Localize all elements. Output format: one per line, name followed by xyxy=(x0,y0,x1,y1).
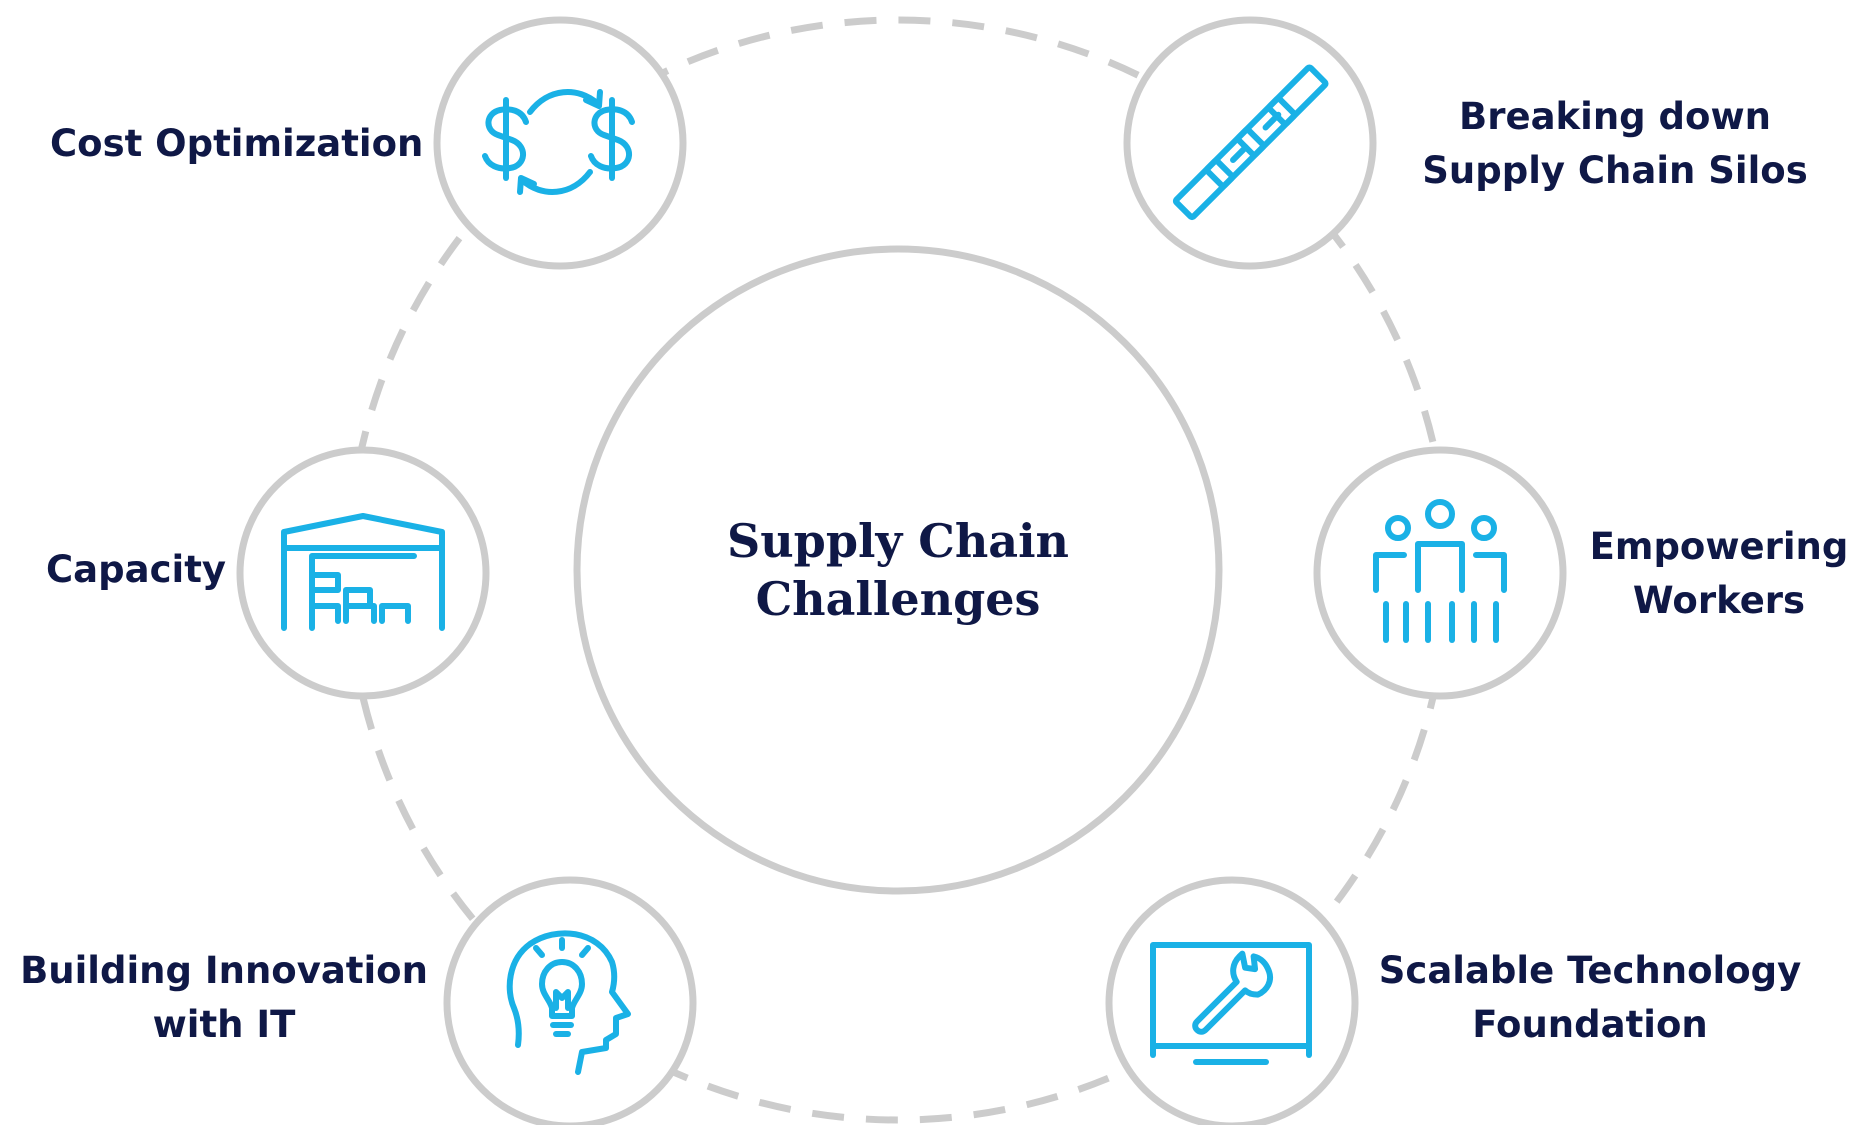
node-ring xyxy=(1123,16,1377,270)
label-empowering-workers: Empowering Workers xyxy=(1586,520,1852,628)
label-capacity: Capacity xyxy=(46,543,226,597)
label-line: Capacity xyxy=(46,548,226,591)
label-cost-optimization: Cost Optimization xyxy=(50,117,423,171)
node-ring xyxy=(433,16,687,270)
node-ring xyxy=(236,446,490,700)
dollar-exchange-icon xyxy=(482,89,635,195)
node-breaking-silos xyxy=(1123,16,1377,270)
monitor-wrench-icon xyxy=(1150,942,1312,1065)
node-building-innovation xyxy=(443,876,697,1125)
label-line: Supply Chain Silos xyxy=(1422,149,1808,192)
node-cost-optimization xyxy=(433,16,687,270)
label-line: Building Innovation xyxy=(20,949,428,992)
node-ring xyxy=(1313,446,1567,700)
warehouse-icon xyxy=(281,513,445,631)
label-line: with IT xyxy=(152,1003,296,1046)
label-line: Cost Optimization xyxy=(50,122,424,165)
label-breaking-silos: Breaking down Supply Chain Silos xyxy=(1380,90,1850,198)
lightbulb-head-icon xyxy=(506,930,631,1075)
label-line: Workers xyxy=(1632,579,1806,622)
chain-link-icon xyxy=(1172,64,1329,221)
label-line: Scalable Technology xyxy=(1378,949,1802,992)
center-title-line1: Supply Chain xyxy=(727,514,1069,568)
people-group-icon xyxy=(1373,499,1507,643)
center-circle xyxy=(573,245,1223,895)
center-title-line2: Challenges xyxy=(755,572,1041,626)
label-line: Breaking down xyxy=(1459,95,1771,138)
label-building-innovation: Building Innovation with IT xyxy=(18,944,430,1052)
label-scalable-technology: Scalable Technology Foundation xyxy=(1370,944,1810,1052)
node-capacity xyxy=(236,446,490,700)
node-empowering-workers xyxy=(1313,446,1567,700)
center-title: Supply Chain Challenges xyxy=(650,512,1146,628)
label-line: Foundation xyxy=(1472,1003,1708,1046)
label-line: Empowering xyxy=(1589,525,1849,568)
node-scalable-technology xyxy=(1105,876,1359,1125)
